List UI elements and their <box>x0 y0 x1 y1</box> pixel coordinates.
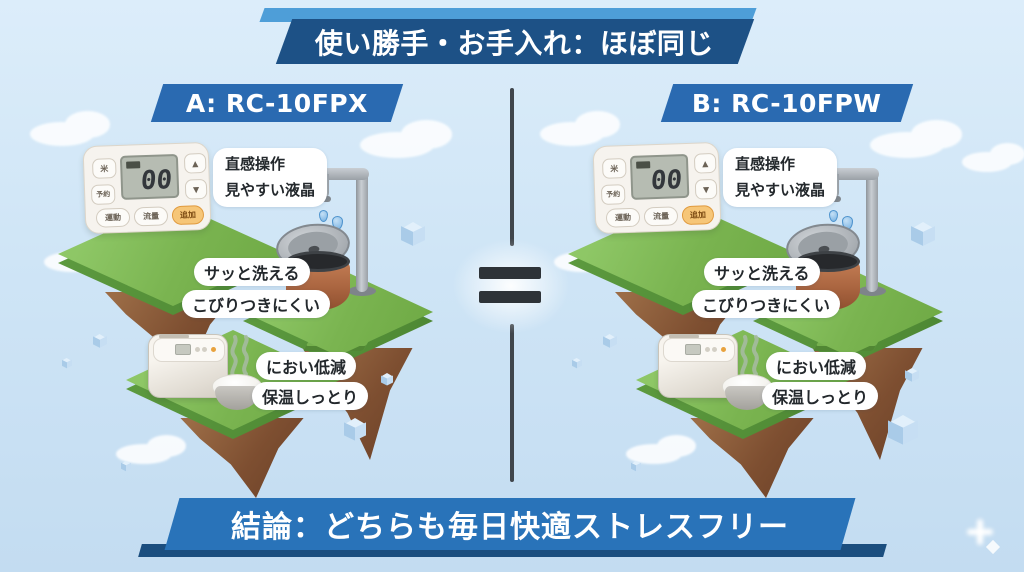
cooker-button-dot <box>705 347 710 352</box>
cube-decoration <box>401 222 425 250</box>
lcd-mode-chip <box>126 161 141 169</box>
cube-decoration <box>93 334 106 349</box>
keep-warm-bubble-line-1: におい低減 <box>766 352 867 380</box>
cooker-lcd <box>685 344 701 355</box>
lcd-value: 00 <box>649 165 683 197</box>
model-b-label: B: RC-10FPW <box>692 88 882 118</box>
cube-decoration <box>572 358 581 369</box>
cloud-icon <box>962 143 1024 172</box>
cooker-handle <box>159 334 189 339</box>
cleaning-bubble-line-2: こびりつきにくい <box>692 290 840 318</box>
keep-warm-bubble-line-2: 保温しっとり <box>762 382 879 410</box>
operation-line-1: 直感操作 <box>735 155 796 173</box>
steam-icon <box>740 335 759 380</box>
cooker-button-dot <box>195 347 200 352</box>
lcd-value: 00 <box>139 165 173 197</box>
faucet-arm <box>827 168 879 180</box>
cube-decoration <box>911 222 935 250</box>
menu-button: 運動 <box>95 207 131 228</box>
keep-warm-bubble-line-2: 保温しっとり <box>252 382 369 410</box>
down-arrow-button: ▼ <box>694 178 718 200</box>
cloud-icon <box>870 120 963 158</box>
control-panel: 米 予約 00 ▲ ▼ 運動 流量 追加 <box>592 141 722 235</box>
rice-cooker <box>658 334 738 398</box>
bottom-banner: 結論：どちらも毎日快適ストレスフリー <box>164 498 856 550</box>
cloud-icon <box>116 435 186 464</box>
cube-decoration <box>631 461 641 473</box>
keep-warm-bubble-line-1: におい低減 <box>256 352 357 380</box>
cloud-icon <box>360 120 453 158</box>
cleaning-bubble-line-1: サッと洗える <box>704 258 820 286</box>
keep-warm-button: 流量 <box>643 206 679 227</box>
cube-decoration <box>344 418 366 444</box>
control-panel: 米 予約 00 ▲ ▼ 運動 流量 追加 <box>82 141 212 235</box>
reserve-button: 予約 <box>600 184 626 205</box>
down-arrow-button: ▼ <box>184 178 208 200</box>
cleaning-bubble-line-1: サッと洗える <box>194 258 310 286</box>
rice-cooker <box>148 334 228 398</box>
cooker-button-dot <box>712 347 717 352</box>
model-b-banner: B: RC-10FPW <box>660 84 914 122</box>
model-a-label: A: RC-10FPX <box>185 88 369 118</box>
equals-glow <box>452 238 570 334</box>
divider-line-bottom <box>510 324 514 482</box>
operation-line-2: 見やすい液晶 <box>225 180 316 199</box>
cooker-cook-button-dot <box>721 347 726 352</box>
cleaning-bubble-line-2: こびりつきにくい <box>182 290 330 318</box>
cooker-button-dot <box>202 347 207 352</box>
divider-line-top <box>510 88 514 246</box>
cube-decoration <box>905 368 919 384</box>
operation-bubble: 直感操作 見やすい液晶 <box>213 148 328 207</box>
menu-button: 運動 <box>605 207 641 228</box>
operation-line-1: 直感操作 <box>225 155 286 173</box>
scene-model-b: 米 予約 00 ▲ ▼ 運動 流量 追加 直感操作 見やすい液晶 <box>510 0 1024 572</box>
cook-button: 追加 <box>171 205 205 226</box>
equals-sign <box>479 291 541 303</box>
sparkle-icon <box>960 512 1000 552</box>
cloud-icon <box>540 111 620 146</box>
faucet-arm <box>317 168 369 180</box>
cube-decoration <box>603 334 616 349</box>
top-banner: 使い勝手・お手入れ：ほぼ同じ <box>275 19 755 64</box>
cook-button: 追加 <box>681 205 715 226</box>
rice-button: 米 <box>91 158 117 179</box>
cube-decoration <box>888 415 918 449</box>
up-arrow-button: ▲ <box>183 152 207 174</box>
cube-decoration <box>62 358 71 369</box>
lcd-mode-chip <box>636 161 651 169</box>
model-a-banner: A: RC-10FPX <box>150 84 404 122</box>
cloud-icon <box>626 435 696 464</box>
water-drop-icon <box>319 210 328 222</box>
equals-sign <box>479 267 541 279</box>
faucet-pipe <box>866 170 878 292</box>
keep-warm-button: 流量 <box>133 206 169 227</box>
scene-model-a: 米 予約 00 ▲ ▼ 運動 流量 追加 直感操作 見やすい液晶 <box>58 141 433 498</box>
cube-decoration <box>121 461 131 473</box>
rice-button: 米 <box>601 158 627 179</box>
lcd-display: 00 <box>119 153 180 200</box>
faucet-pipe <box>356 170 368 292</box>
operation-line-2: 見やすい液晶 <box>735 180 826 199</box>
cube-decoration <box>381 373 393 387</box>
steam-icon <box>230 335 249 380</box>
cooker-handle <box>669 334 699 339</box>
page-title: 使い勝手・お手入れ：ほぼ同じ <box>315 26 715 60</box>
cooker-cook-button-dot <box>211 347 216 352</box>
up-arrow-button: ▲ <box>693 152 717 174</box>
reserve-button: 予約 <box>90 184 116 205</box>
cooker-lcd <box>175 344 191 355</box>
water-drop-icon <box>829 210 838 222</box>
lcd-display: 00 <box>629 153 690 200</box>
conclusion-label: 結論：どちらも毎日快適ストレスフリー <box>231 510 789 545</box>
cloud-icon <box>30 111 110 146</box>
operation-bubble: 直感操作 見やすい液晶 <box>723 148 838 207</box>
